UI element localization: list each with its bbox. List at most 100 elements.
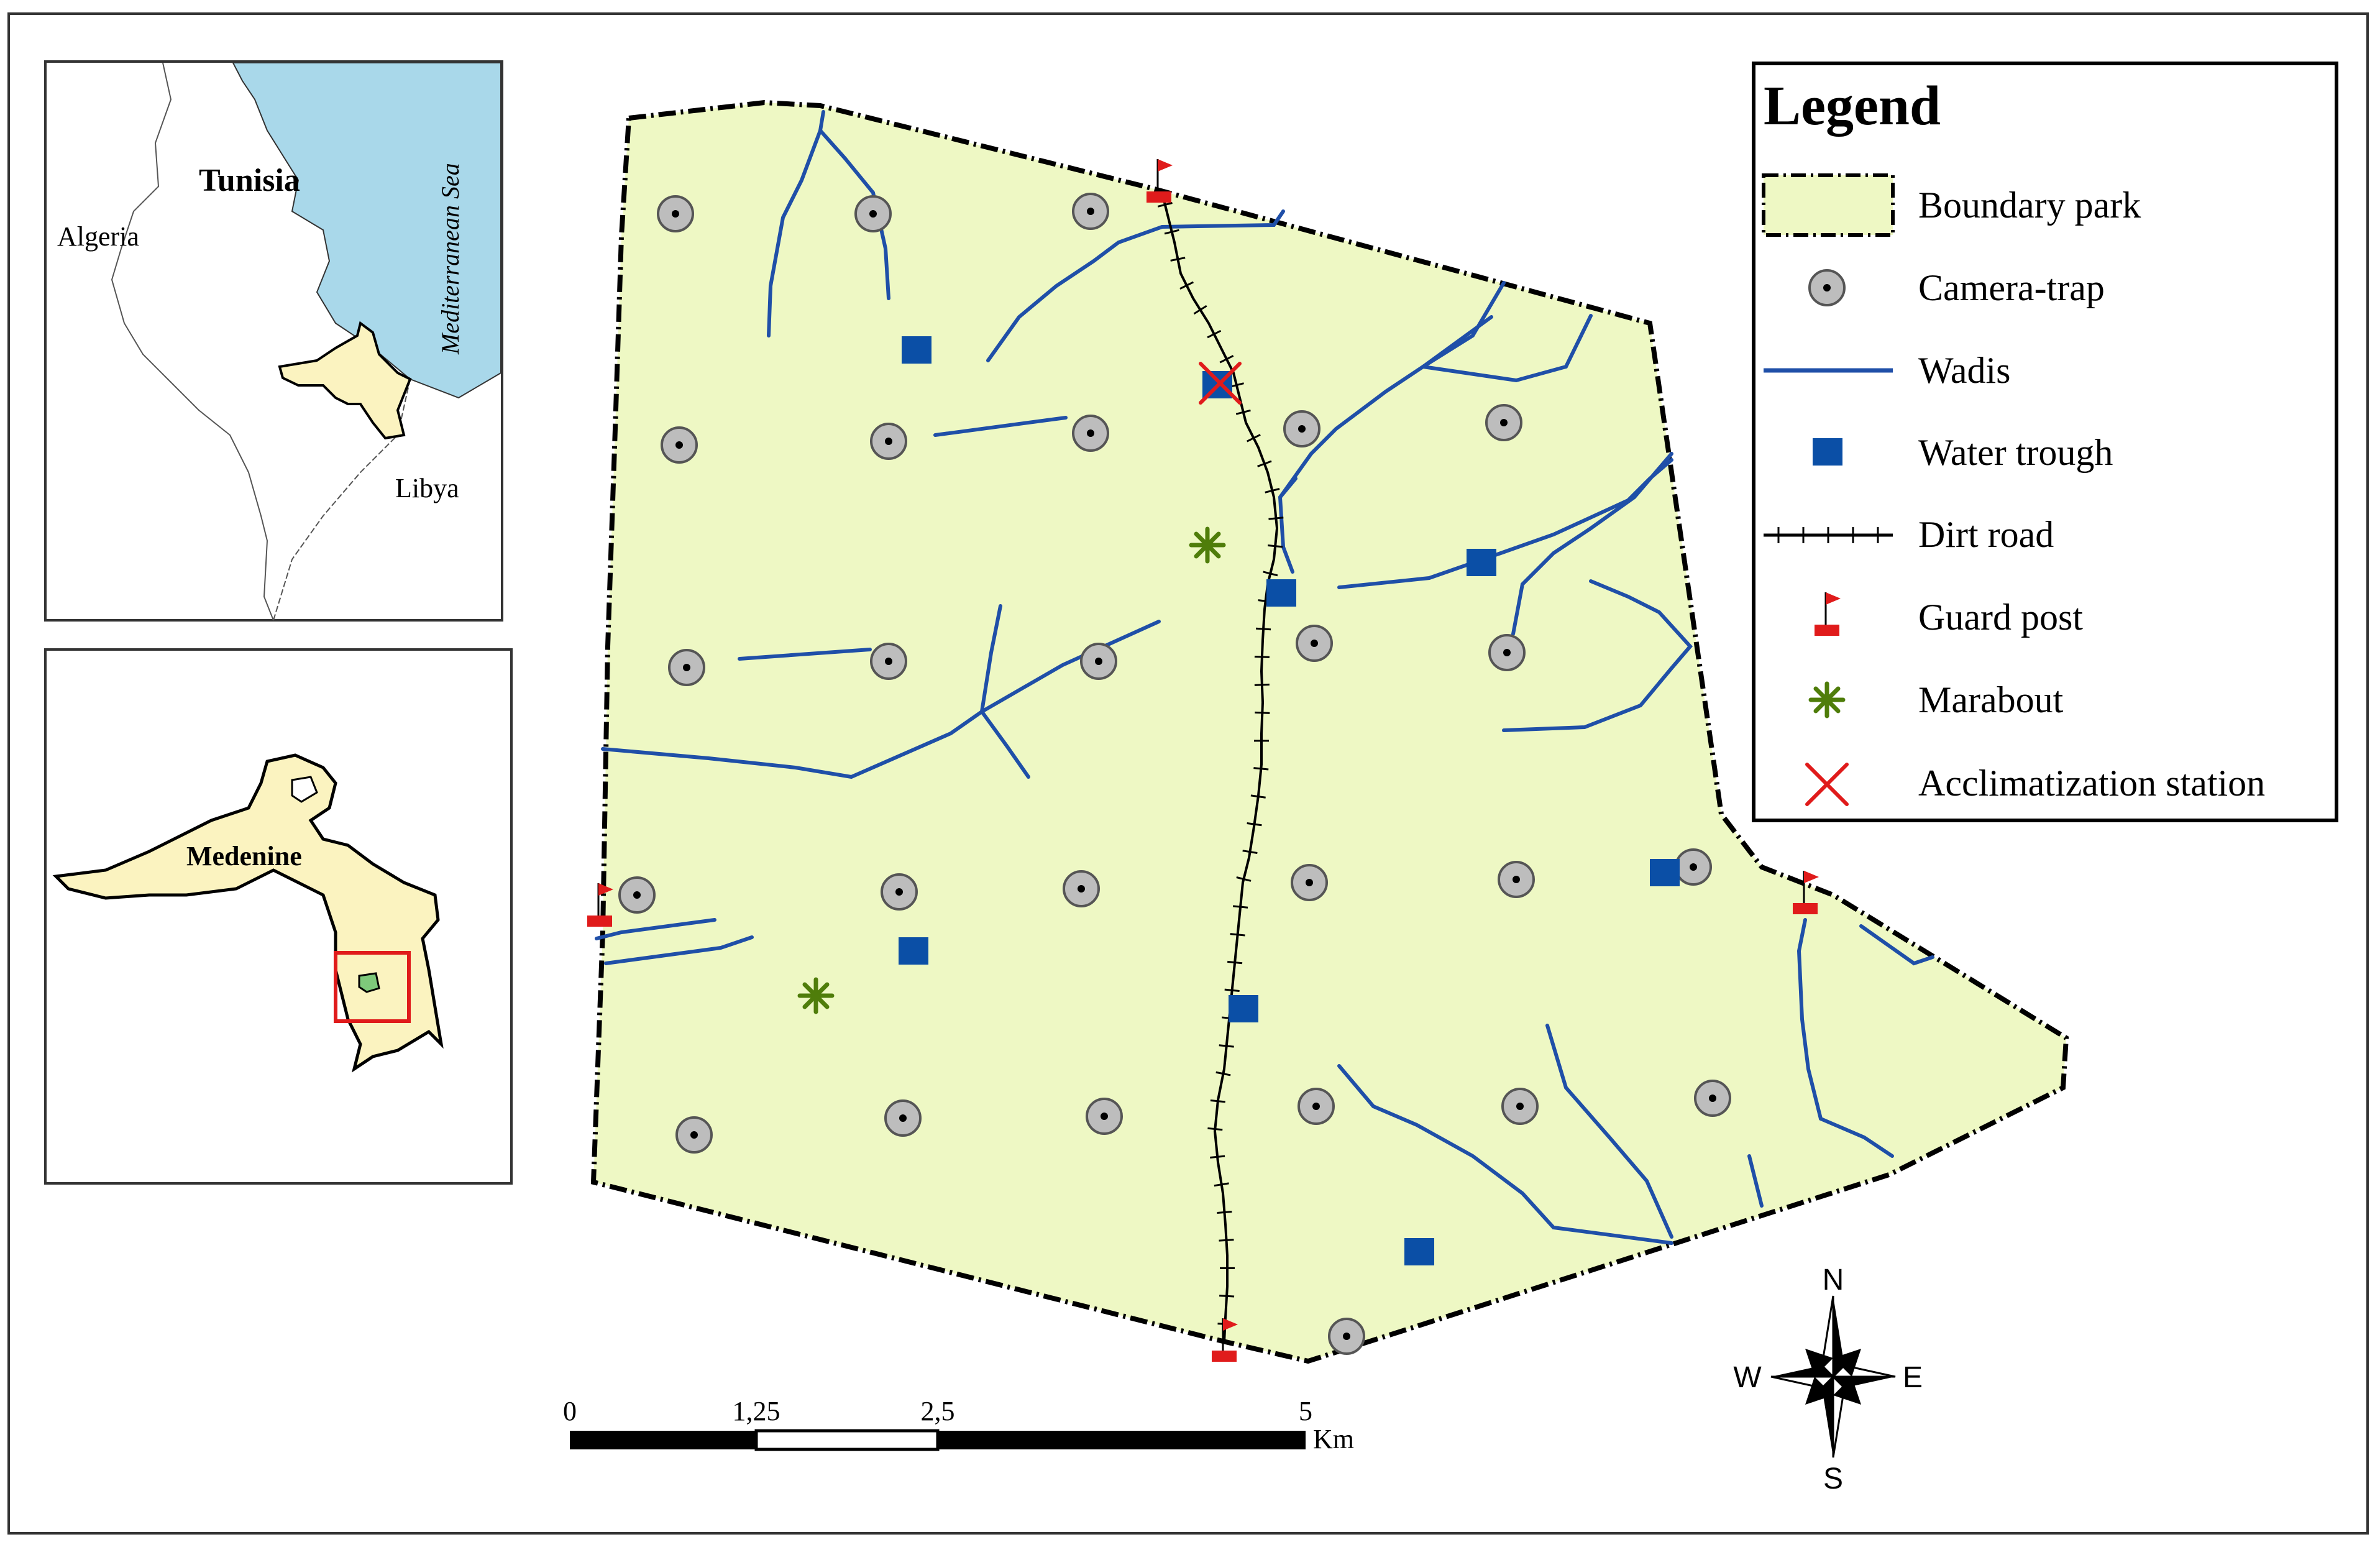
water-trough: [899, 937, 928, 965]
water-trough: [1229, 995, 1258, 1022]
camera-traps-layer: [618, 193, 1731, 1355]
dirt-road-tick: [1253, 767, 1269, 771]
acclimatization-station-icon: [1805, 763, 1849, 806]
wadi: [604, 935, 754, 965]
dirt-road-tick: [1236, 876, 1252, 882]
dirt-road-tick: [1170, 257, 1186, 262]
guard-post: [587, 883, 613, 927]
dirt-road-tick: [1210, 1155, 1225, 1159]
legend-label-water-trough: Water trough: [1918, 432, 2113, 473]
label-medenine: Medenine: [186, 841, 302, 871]
medenine-region-small: [278, 321, 412, 440]
compass-rose: N S E W: [1733, 1264, 1923, 1495]
dirt-road-icon: [1764, 527, 1893, 543]
acclimatization-station: [1199, 362, 1242, 405]
wadis-layer: [595, 110, 1934, 1245]
camera-trap: [1675, 848, 1712, 886]
wadi: [980, 710, 1030, 779]
wadi: [1502, 579, 1693, 732]
water-trough: [902, 336, 931, 364]
dirt-road-tick: [1219, 355, 1234, 364]
camera-trap: [1296, 625, 1333, 662]
camera-trap: [881, 873, 918, 911]
dirt-road-tick: [1210, 1099, 1225, 1103]
wadi: [1511, 452, 1673, 636]
scale-tick-0: 0: [563, 1396, 577, 1426]
dirt-road-tick: [1219, 1044, 1234, 1048]
dirt-road-tick: [1247, 434, 1261, 443]
scale-tick-1: 1,25: [733, 1396, 780, 1426]
water-trough: [1266, 579, 1296, 607]
camera-trap: [1501, 1088, 1539, 1125]
wadi: [601, 620, 1161, 779]
camera-trap: [1498, 861, 1535, 898]
dirt-road: [1161, 192, 1279, 1343]
dirt-road-tick: [1227, 960, 1243, 965]
compass-w: W: [1733, 1361, 1762, 1394]
main-map: [587, 99, 2069, 1364]
dirt-road-tick: [1207, 329, 1222, 339]
wadi: [595, 918, 716, 940]
locator-tunisia-map: Tunisia Algeria Libya Mediterranean Sea: [44, 60, 503, 622]
marabout: [1189, 526, 1226, 564]
wadi: [1421, 281, 1506, 369]
water-trough-icon: [1813, 438, 1842, 466]
scale-unit: Km: [1313, 1424, 1354, 1454]
legend-label-camera-trap: Camera-trap: [1918, 267, 2105, 308]
dirt-road-tick: [1219, 1239, 1234, 1242]
camera-trap: [870, 643, 907, 680]
dirt-road-tick: [1268, 516, 1284, 520]
label-algeria: Algeria: [57, 221, 139, 252]
camera-trap: [661, 426, 698, 464]
wadi: [980, 604, 1002, 714]
camera-trap: [1694, 1080, 1731, 1117]
study-area-park-small: [358, 972, 380, 993]
camera-trap: [1080, 643, 1117, 680]
scale-bar: 0 1,25 2,5 5 Km: [563, 1396, 1354, 1454]
dirt-road-tick: [1224, 988, 1240, 993]
dirt-road-tick: [1263, 571, 1278, 577]
camera-trap: [884, 1099, 922, 1137]
wadi: [986, 209, 1285, 362]
wadi: [933, 416, 1068, 437]
dirt-road-tick: [1254, 655, 1270, 658]
wadi: [1337, 1064, 1673, 1245]
dirt-road-tick: [1257, 460, 1272, 467]
camera-trap: [1283, 410, 1320, 447]
legend-title: Legend: [1764, 75, 1941, 137]
boundary-park-icon: [1762, 173, 1895, 237]
camera-trap: [854, 195, 892, 232]
marabouts-layer: [797, 526, 1226, 1014]
camera-trap: [1291, 864, 1328, 901]
dirt-road-tick: [1255, 711, 1270, 714]
dirt-road-tick: [1157, 202, 1173, 208]
wadi: [1859, 924, 1934, 966]
camera-trap: [618, 876, 656, 914]
dirt-road-ticks: [1157, 202, 1284, 1326]
wadi: [1421, 314, 1593, 383]
legend-label-boundary-park: Boundary park: [1918, 185, 2141, 226]
dirt-road-tick: [1242, 850, 1258, 854]
camera-trap-icon: [1808, 269, 1846, 306]
dirt-road-tick: [1254, 683, 1270, 686]
camera-trap: [668, 649, 705, 686]
compass-e: E: [1903, 1361, 1923, 1394]
water-trough: [1404, 1238, 1434, 1265]
camera-trap: [1485, 404, 1522, 441]
medenine-region-large: [52, 753, 444, 1073]
dirt-road-tick: [1207, 1127, 1223, 1131]
dirt-road-tick: [1217, 1211, 1232, 1214]
legend-label-dirt-road: Dirt road: [1918, 514, 2054, 555]
dirt-road-tick: [1215, 1071, 1231, 1076]
legend-label-acclimatization-station: Acclimatization station: [1918, 763, 2265, 804]
wadi: [767, 110, 825, 337]
guard-post: [1147, 159, 1173, 203]
dirt-road-tick: [1164, 229, 1179, 235]
park-boundary: [590, 99, 2069, 1364]
dirt-road-tick: [1230, 933, 1245, 937]
wadi: [1796, 918, 1894, 1158]
compass-s: S: [1823, 1462, 1843, 1495]
wadi: [1545, 1024, 1673, 1239]
camera-trap: [1488, 634, 1526, 671]
